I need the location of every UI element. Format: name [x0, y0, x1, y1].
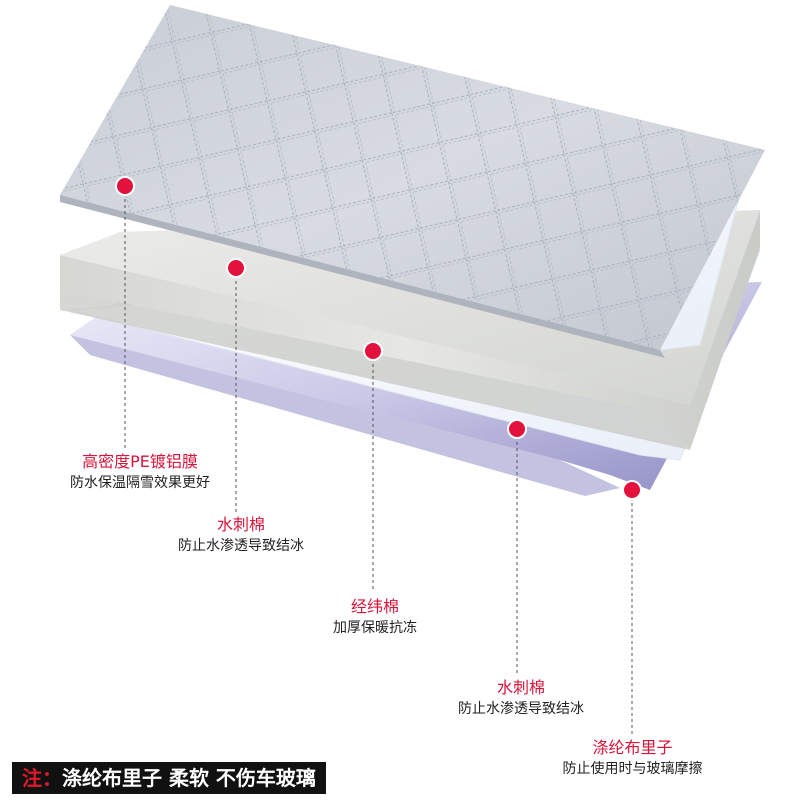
label-desc: 防止水渗透导致结冰 — [178, 538, 304, 554]
marker-dot-3 — [363, 341, 383, 361]
label-desc: 加厚保暖抗冻 — [333, 620, 417, 636]
label-title: 涤纶布里子 — [592, 738, 673, 757]
label-pe-aluminum: 高密度PE镀铝膜 防水保温隔雪效果更好 — [40, 452, 240, 493]
footer-note-banner: 注：涤纶布里子 柔软 不伤车玻璃 — [12, 762, 326, 794]
label-title: 水刺棉 — [216, 515, 265, 534]
footer-note-text: 涤纶布里子 柔软 不伤车玻璃 — [62, 766, 316, 790]
label-title: 水刺棉 — [496, 678, 545, 697]
marker-dots — [115, 176, 642, 500]
label-polyester-lining: 涤纶布里子 防止使用时与玻璃摩擦 — [545, 738, 720, 779]
footer-note-prefix: 注： — [22, 766, 62, 790]
label-hydro-cotton-2: 水刺棉 防止水渗透导致结冰 — [436, 678, 606, 719]
label-title: 高密度PE镀铝膜 — [82, 452, 198, 471]
batting-layer-side — [60, 210, 760, 450]
label-hydro-cotton-1: 水刺棉 防止水渗透导致结冰 — [156, 515, 326, 556]
marker-dot-5 — [622, 480, 642, 500]
label-batting: 经纬棉 加厚保暖抗冻 — [310, 597, 440, 638]
label-desc: 防止水渗透导致结冰 — [458, 701, 584, 717]
marker-dot-1 — [115, 176, 135, 196]
marker-dot-4 — [507, 419, 527, 439]
label-title: 经纬棉 — [350, 597, 399, 616]
marker-dot-2 — [226, 258, 246, 278]
label-desc: 防水保温隔雪效果更好 — [70, 475, 210, 491]
label-desc: 防止使用时与玻璃摩擦 — [562, 761, 703, 777]
